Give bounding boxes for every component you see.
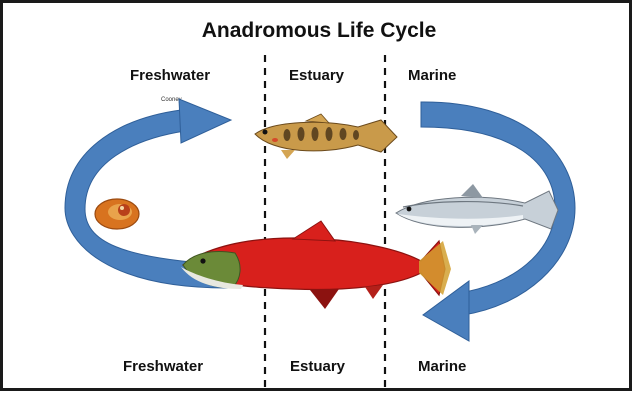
egg-icon [95,199,139,229]
life-cycle-illustration [3,3,632,394]
juvenile-salmon-icon [255,114,397,159]
spawning-salmon-icon [181,221,451,309]
ocean-salmon-icon [396,184,558,234]
